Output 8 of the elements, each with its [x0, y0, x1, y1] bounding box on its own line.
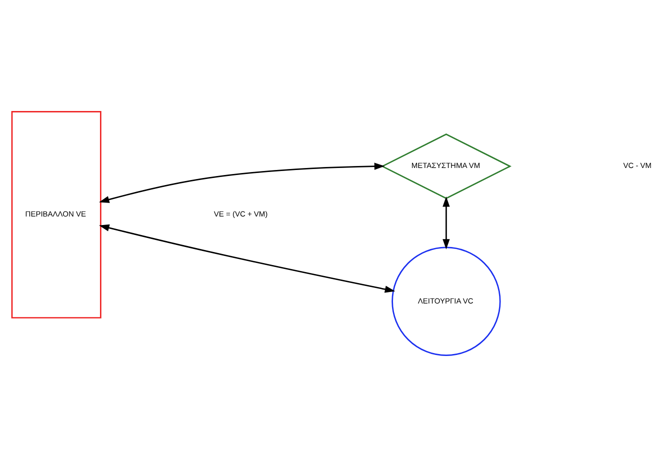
node-box: ΠΕΡΙΒΑΛΛΟΝ VE	[11, 110, 102, 318]
arrow	[442, 196, 450, 249]
node-diamond: ΜΕΤΑΣΥΣΤΗΜΑ VM	[380, 132, 512, 199]
label: VE = (VC + VM)	[214, 209, 268, 218]
arrow	[98, 162, 385, 202]
node-circle: ΛΕΙΤΟΥΡΓΙΑ VC	[392, 246, 501, 356]
arrow	[98, 224, 396, 292]
label: VC - VM	[623, 160, 652, 170]
